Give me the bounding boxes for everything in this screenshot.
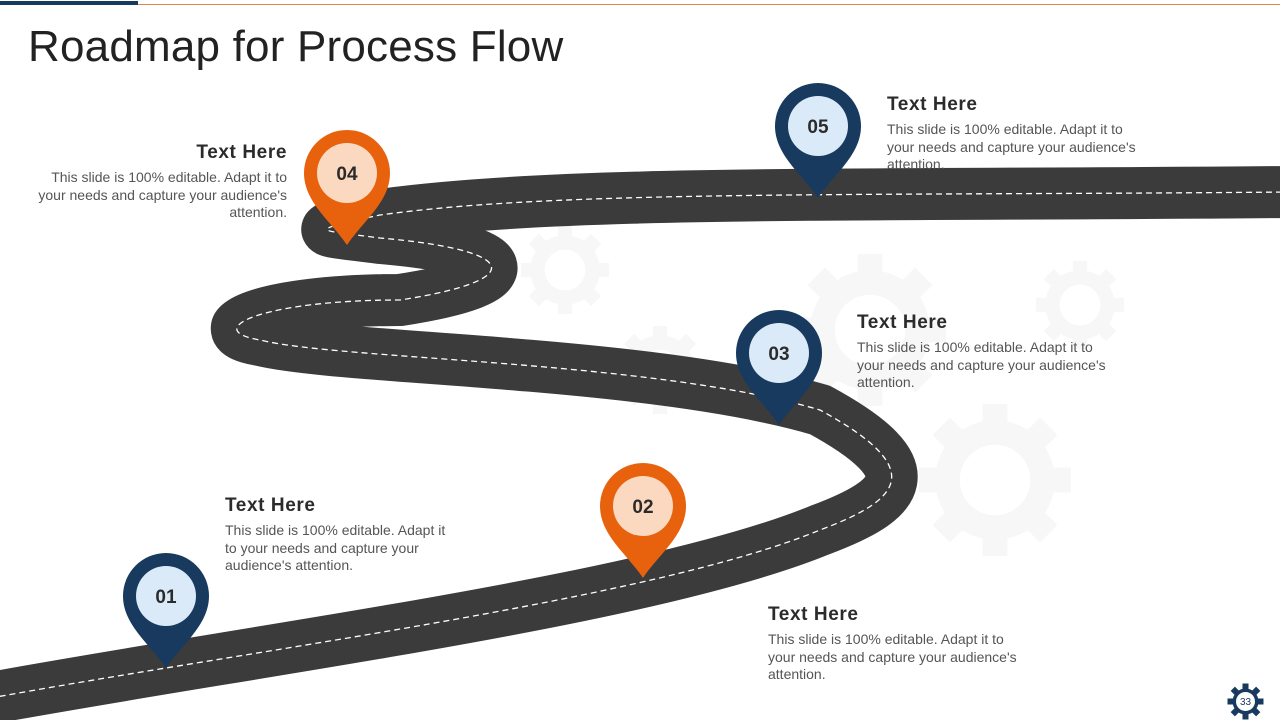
step-heading: Text Here — [225, 495, 316, 516]
road-center-line — [0, 191, 1280, 698]
step-heading: Text Here — [196, 142, 287, 163]
page-number-badge: 33 — [1227, 683, 1264, 720]
gear-icon — [1227, 683, 1264, 720]
marker-label-04: 04 — [336, 164, 358, 185]
step-text-01: Text Here This slide is 100% editable. A… — [225, 495, 455, 575]
marker-label-02: 02 — [632, 497, 653, 518]
slide-title: Roadmap for Process Flow — [28, 22, 564, 71]
marker-label-01: 01 — [155, 587, 177, 608]
step-heading: Text Here — [857, 312, 948, 333]
top-accent-line — [138, 4, 1280, 5]
step-body: This slide is 100% editable. Adapt it to… — [38, 169, 287, 220]
step-body: This slide is 100% editable. Adapt it to… — [768, 631, 1017, 682]
step-heading: Text Here — [768, 604, 859, 625]
marker-label-03: 03 — [768, 344, 789, 365]
step-text-05: Text Here This slide is 100% editable. A… — [887, 94, 1142, 174]
gear-icon — [521, 226, 609, 314]
page-number: 33 — [1240, 697, 1252, 708]
step-text-02: Text Here This slide is 100% editable. A… — [768, 604, 1023, 684]
pin-marker-05: 05 — [775, 83, 861, 198]
pin-marker-03: 03 — [736, 310, 822, 425]
step-text-04: Text Here This slide is 100% editable. A… — [30, 142, 287, 222]
step-heading: Text Here — [887, 94, 978, 115]
top-accent-bar — [0, 1, 138, 5]
step-body: This slide is 100% editable. Adapt it to… — [225, 522, 446, 573]
pin-marker-04: 04 — [304, 129, 390, 245]
step-body: This slide is 100% editable. Adapt it to… — [887, 121, 1136, 172]
pin-marker-01: 01 — [123, 553, 209, 668]
pin-marker-02: 02 — [600, 463, 686, 578]
step-text-03: Text Here This slide is 100% editable. A… — [857, 312, 1112, 392]
marker-label-05: 05 — [807, 117, 829, 138]
gear-icon — [919, 404, 1071, 556]
step-body: This slide is 100% editable. Adapt it to… — [857, 339, 1106, 390]
